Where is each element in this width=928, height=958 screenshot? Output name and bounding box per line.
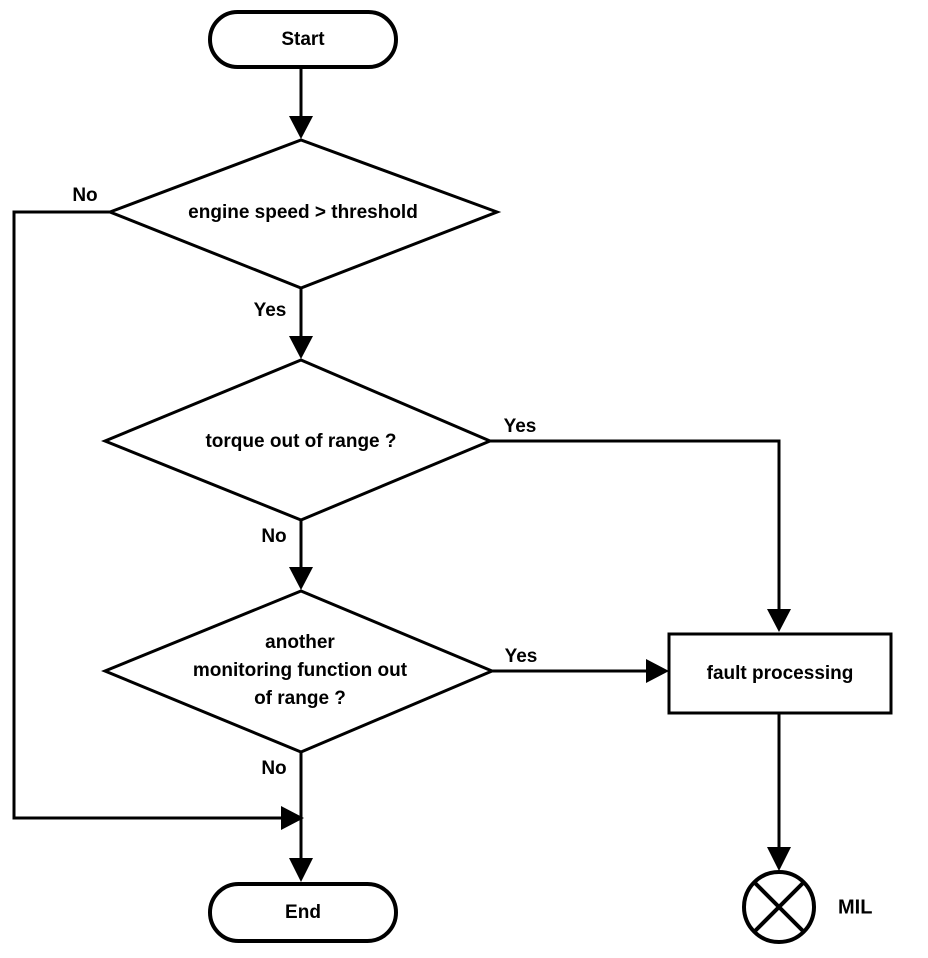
edge-torque-no xyxy=(289,520,313,590)
mil-cross-icon xyxy=(752,880,806,934)
node-end[interactable]: End xyxy=(208,882,398,943)
edge-start-to-engine-speed xyxy=(289,67,313,139)
mil-label: MIL xyxy=(838,896,872,918)
node-mil[interactable]: MIL xyxy=(742,870,872,944)
arrowhead-icon xyxy=(289,858,313,882)
fault-processing-shape xyxy=(667,632,893,715)
edge-engine-speed-yes xyxy=(289,288,313,359)
end-shape xyxy=(208,882,398,943)
edge-line xyxy=(12,210,283,820)
node-decision-engine-speed[interactable]: engine speed > threshold xyxy=(105,138,502,290)
start-label: Start xyxy=(281,29,325,50)
node-start[interactable]: Start xyxy=(208,10,398,69)
arrowhead-icon xyxy=(646,659,669,683)
decision-another-label-line1: another xyxy=(265,632,335,653)
edge-line xyxy=(490,439,781,612)
edge-label-engine-speed-yes: Yes xyxy=(254,300,287,321)
node-decision-another-monitoring[interactable]: another monitoring function out of range… xyxy=(101,589,496,754)
arrowhead-icon xyxy=(289,336,313,359)
edge-label-torque-no: No xyxy=(261,526,286,547)
start-shape xyxy=(208,10,398,69)
edge-another-yes xyxy=(492,659,669,683)
edge-engine-speed-no xyxy=(12,210,304,830)
fault-processing-label: fault processing xyxy=(707,663,854,684)
edge-torque-yes xyxy=(490,439,791,632)
arrowhead-icon xyxy=(289,116,313,139)
decision-another-label-line2: monitoring function out xyxy=(193,660,408,681)
edge-label-another-no: No xyxy=(261,758,286,779)
edge-label-another-yes: Yes xyxy=(505,646,538,667)
arrowhead-icon xyxy=(281,806,304,830)
node-decision-torque[interactable]: torque out of range ? xyxy=(101,358,494,522)
end-label: End xyxy=(285,902,321,923)
edge-another-no xyxy=(289,752,313,882)
decision-engine-speed-label: engine speed > threshold xyxy=(188,202,418,223)
decision-torque-shape xyxy=(101,358,494,522)
edge-label-torque-yes: Yes xyxy=(504,416,537,437)
arrowhead-icon xyxy=(289,567,313,590)
arrowhead-icon xyxy=(767,609,791,632)
arrowhead-icon xyxy=(767,847,791,871)
decision-engine-speed-shape xyxy=(105,138,502,290)
node-fault-processing[interactable]: fault processing xyxy=(667,632,893,715)
decision-torque-label: torque out of range ? xyxy=(205,431,396,452)
decision-another-shape xyxy=(101,589,496,754)
edge-label-engine-speed-no: No xyxy=(72,185,97,206)
edge-fault-processing-to-mil xyxy=(767,713,791,871)
decision-another-label-line3: of range ? xyxy=(254,688,346,709)
